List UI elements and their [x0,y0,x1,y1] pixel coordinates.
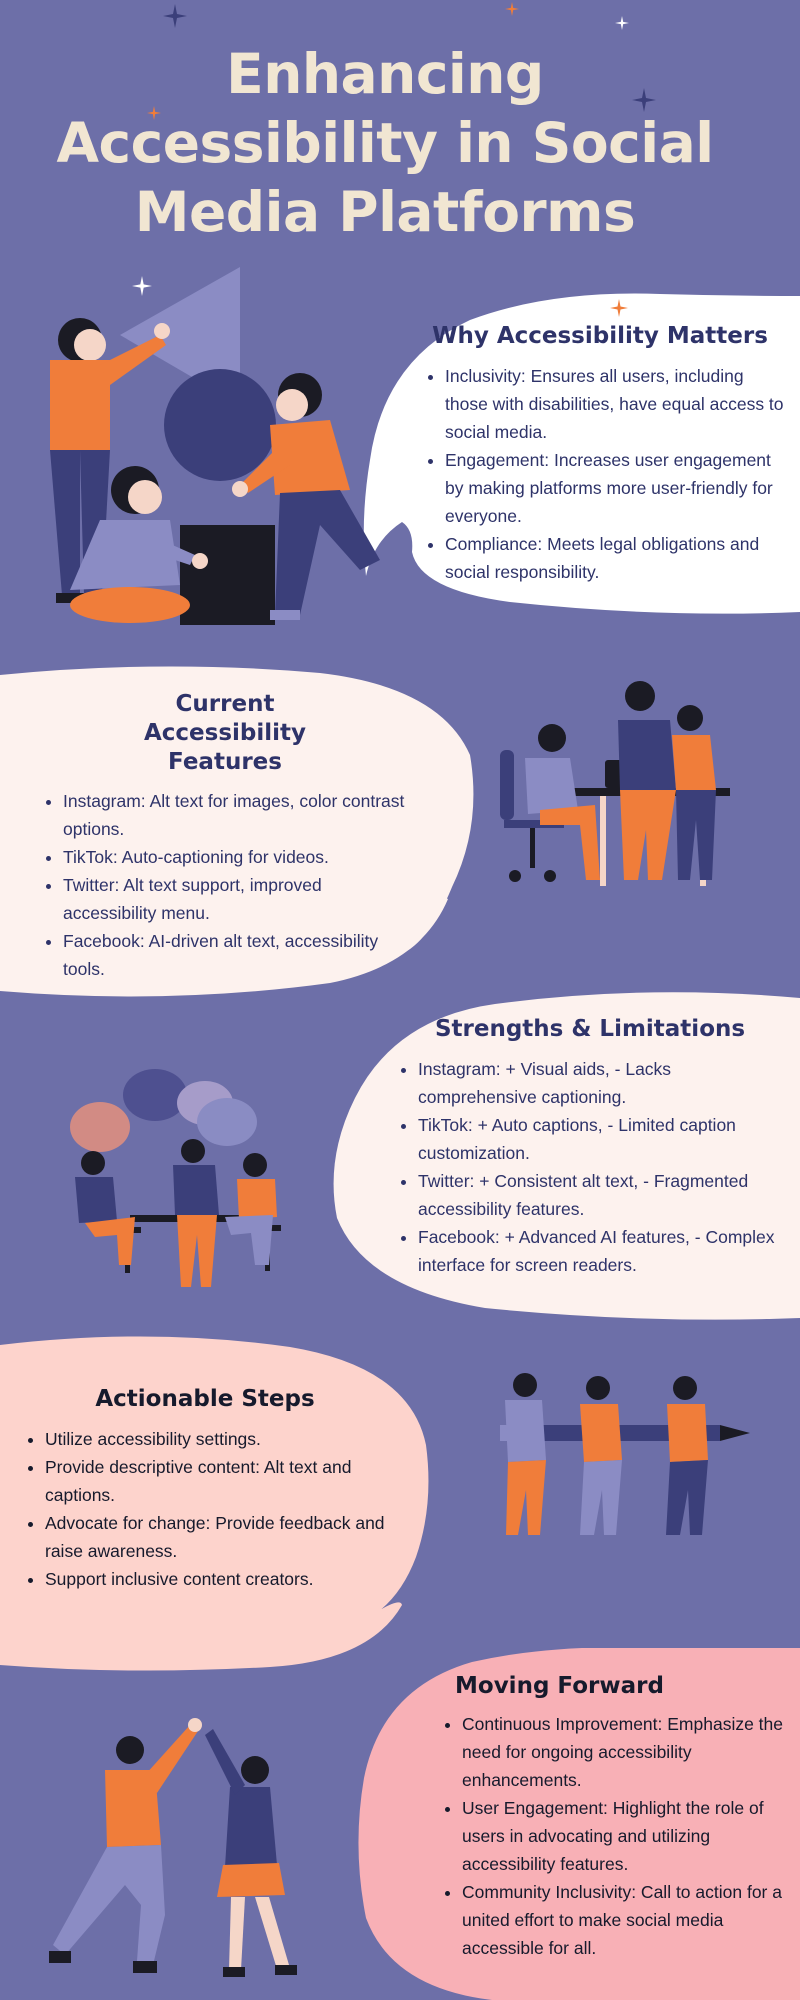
list-item: Advocate for change: Provide feedback an… [45,1509,390,1565]
sparkle-icon [163,4,187,28]
section-heading: Why Accessibility Matters [432,323,768,349]
card-background [363,293,800,614]
people-with-shapes-illustration [50,267,380,625]
list-item: Utilize accessibility settings. [45,1425,390,1453]
sparkle-icon [132,276,152,296]
discussion-bubbles-illustration [70,1069,281,1287]
list-item: Instagram: + Visual aids, - Lacks compre… [418,1055,785,1111]
list-item: Twitter: Alt text support, improved acce… [63,871,410,927]
sparkle-icon [505,2,519,16]
title-line-1: Enhancing [226,42,544,106]
sparkle-icon [615,16,629,30]
list-item: Compliance: Meets legal obligations and … [445,530,790,586]
card-background [0,666,474,997]
list-item: TikTok: + Auto captions, - Limited capti… [418,1111,785,1167]
list-item: Twitter: + Consistent alt text, - Fragme… [418,1167,785,1223]
list-item: Facebook: AI-driven alt text, accessibil… [63,927,410,983]
section-strengths-limitations: Strengths & Limitations Instagram: + Vis… [395,1015,785,1279]
bullet-list: Utilize accessibility settings. Provide … [20,1425,390,1593]
team-carrying-pencil-illustration [500,1373,750,1535]
list-item: Instagram: Alt text for images, color co… [63,787,410,843]
sparkle-icon [610,299,628,317]
section-heading: Moving Forward [455,1673,664,1699]
list-item: Provide descriptive content: Alt text an… [45,1453,390,1509]
sparkle-icon [632,88,656,112]
section-why-accessibility: Why Accessibility Matters Inclusivity: E… [410,322,790,586]
bullet-list: Instagram: Alt text for images, color co… [40,787,410,983]
section-heading: Current Accessibility Features [143,691,307,775]
section-moving-forward: Moving Forward Continuous Improvement: E… [445,1672,795,1962]
card-background [358,1648,800,2000]
list-item: Engagement: Increases user engagement by… [445,446,790,530]
list-item: TikTok: Auto-captioning for videos. [63,843,410,871]
card-background [333,992,800,1320]
bullet-list: Instagram: + Visual aids, - Lacks compre… [395,1055,785,1279]
list-item: Community Inclusivity: Call to action fo… [462,1878,795,1962]
title-line-2: Accessibility in Social [56,111,714,175]
high-five-illustration [49,1718,297,1977]
section-heading: Actionable Steps [95,1386,315,1412]
list-item: Support inclusive content creators. [45,1565,390,1593]
bullet-list: Continuous Improvement: Emphasize the ne… [445,1710,795,1962]
sparkle-icon [147,106,161,120]
title-line-3: Media Platforms [134,180,636,244]
list-item: Continuous Improvement: Emphasize the ne… [462,1710,795,1794]
section-actionable-steps: Actionable Steps Utilize accessibility s… [20,1385,390,1593]
card-background [0,1336,429,1671]
section-current-features: Current Accessibility Features Instagram… [40,690,410,983]
bullet-list: Inclusivity: Ensures all users, includin… [410,362,790,586]
list-item: User Engagement: Highlight the role of u… [462,1794,795,1878]
section-heading: Strengths & Limitations [434,1016,746,1042]
page-title: Enhancing Accessibility in Social Media … [0,40,770,247]
list-item: Facebook: + Advanced AI features, - Comp… [418,1223,785,1279]
list-item: Inclusivity: Ensures all users, includin… [445,362,790,446]
team-at-desk-illustration [500,681,730,886]
